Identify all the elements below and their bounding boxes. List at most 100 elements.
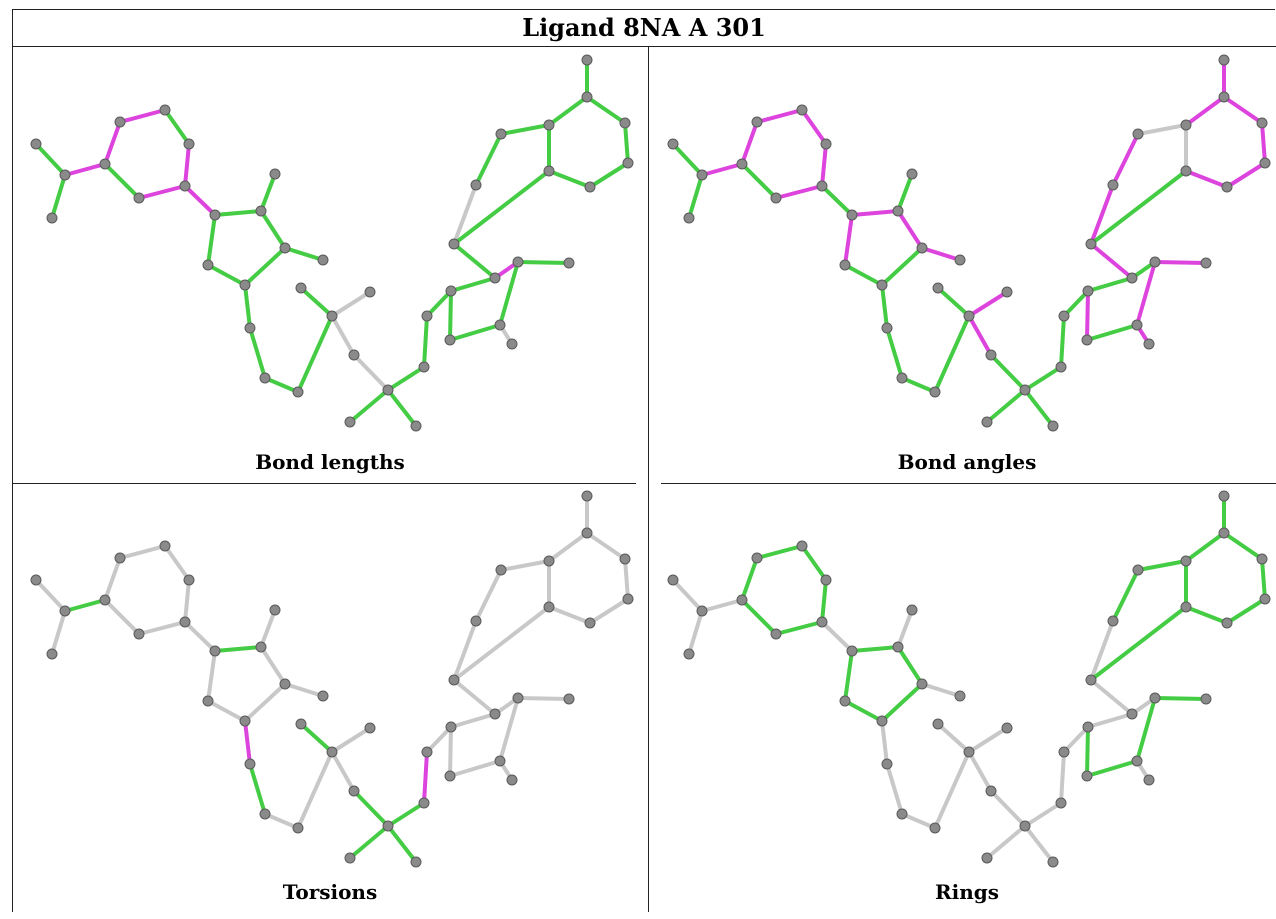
bond-line [452,242,497,280]
bond-line [800,544,828,582]
bond-line [422,750,429,805]
atom-node [209,645,221,657]
bond-line [687,173,704,220]
bond-line [936,722,971,754]
bond-line [183,184,217,217]
atom-node [244,758,256,770]
bond-line [880,246,924,287]
atom-node [470,615,482,627]
atom-node [696,169,708,181]
atom-node [981,416,993,428]
bond-line [850,209,900,217]
atom-node [344,852,356,864]
atom-node [1259,157,1271,169]
atom-node [494,755,506,767]
bond-line [900,376,937,394]
atom-node [279,242,291,254]
horizontal-divider-left [12,483,636,484]
atom-node [159,540,171,552]
atom-node [326,310,338,322]
bond-line [330,750,356,793]
atom-node [1081,334,1093,346]
atom-node [1082,721,1094,733]
bond-line [1260,121,1267,165]
atom-node [906,168,918,180]
atom-node [751,552,763,564]
atom-node [259,372,271,384]
bond-line [755,544,804,560]
bond-line [885,762,904,816]
bond-line [1059,314,1066,369]
atom-node [846,645,858,657]
atom-node [410,420,422,432]
atom-node [1132,128,1144,140]
bond-line [248,326,267,380]
bond-line [1089,678,1134,716]
bond-line [1089,183,1115,246]
bond-line [118,544,167,560]
atom-node [133,628,145,640]
bond-line [1135,260,1157,327]
atom-node [770,192,782,204]
atom-node [269,168,281,180]
atom-node [364,286,376,298]
atom-node [916,242,928,254]
atom-node [448,674,460,686]
atom-node [796,104,808,116]
atom-node [30,138,42,150]
atom-node [581,91,593,103]
atom-node [348,785,360,797]
bond-line [243,682,287,723]
atom-node [820,574,832,586]
atom-node [696,605,708,617]
bond-line [449,276,497,293]
atom-node [295,282,307,294]
bond-line [1059,750,1066,805]
bond-line [740,598,778,636]
bond-line [103,162,141,200]
bond-line [283,246,325,262]
atom-node [619,553,631,565]
atom-node [1107,615,1119,627]
bond-line [474,132,503,187]
atom-node [839,695,851,707]
bond-line [330,726,372,754]
bond-line [1184,605,1229,625]
bond-line [1136,123,1188,136]
bond-line [880,719,889,766]
bond-line [1111,568,1140,623]
atom-node [816,616,828,628]
bond-line [206,699,247,723]
bond-line [206,649,217,703]
bond-line [1184,169,1229,189]
atom-node [114,116,126,128]
atom-node [892,641,904,653]
caption-bond-angles: Bond angles [897,450,1037,474]
atom-node [963,746,975,758]
molecule-diagram-bond-lengths [30,54,634,432]
bond-line [755,108,804,124]
atom-node [1047,856,1059,868]
bond-line [34,142,67,177]
atom-node [916,678,928,690]
atom-node [382,384,394,396]
bond-line [213,645,263,653]
bond-line [967,290,1009,318]
atom-node [981,852,993,864]
atom-node [494,319,506,331]
bond-line [299,722,334,754]
bond-line [933,314,971,394]
figure-title: Ligand 8NA A 301 [12,9,1276,47]
atom-node [1058,746,1070,758]
bond-line [206,213,217,267]
bond-line [1023,365,1063,392]
atom-node [512,256,524,268]
bond-line [1135,696,1157,763]
bond-line [452,678,497,716]
atom-node [448,238,460,250]
bond-line [936,286,971,318]
atom-node [954,254,966,266]
figure-frame [12,9,1275,912]
atom-node [495,128,507,140]
atom-node [1132,564,1144,576]
